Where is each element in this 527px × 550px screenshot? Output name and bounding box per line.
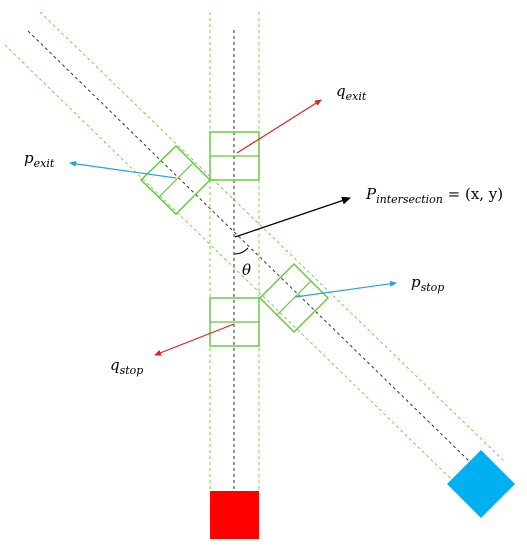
- diagonal-lane-boundary-upper: [39, 11, 506, 463]
- diagonal-road: [4, 11, 506, 479]
- q-stop-arrow: [154, 323, 235, 356]
- vertical-exit-box: [209, 131, 260, 181]
- p-stop-arrow: [294, 280, 397, 298]
- q-stop-label: qstop: [110, 356, 143, 377]
- diagonal-stop-box: [259, 263, 329, 333]
- diagonal-lane-boundary-lower: [4, 44, 451, 479]
- p-intersection-arrow: [234, 196, 351, 238]
- p-exit-label: pexit: [24, 149, 55, 170]
- diagonal-exit-box: [139, 145, 211, 215]
- diagonal-centerline: [27, 30, 471, 463]
- theta-arc: [233, 247, 249, 255]
- theta-label: θ: [242, 261, 251, 279]
- q-exit-arrow: [236, 99, 322, 154]
- p-exit-arrow: [69, 160, 177, 179]
- p-stop-label: pstop: [411, 273, 444, 294]
- q-exit-label: qexit: [336, 82, 367, 103]
- vertical-stop-box: [209, 297, 260, 347]
- p-intersection-label: Pintersection = (x, y): [365, 185, 503, 206]
- vertical-road: [209, 12, 260, 492]
- red-vehicle: [210, 491, 259, 539]
- blue-vehicle: [447, 450, 515, 518]
